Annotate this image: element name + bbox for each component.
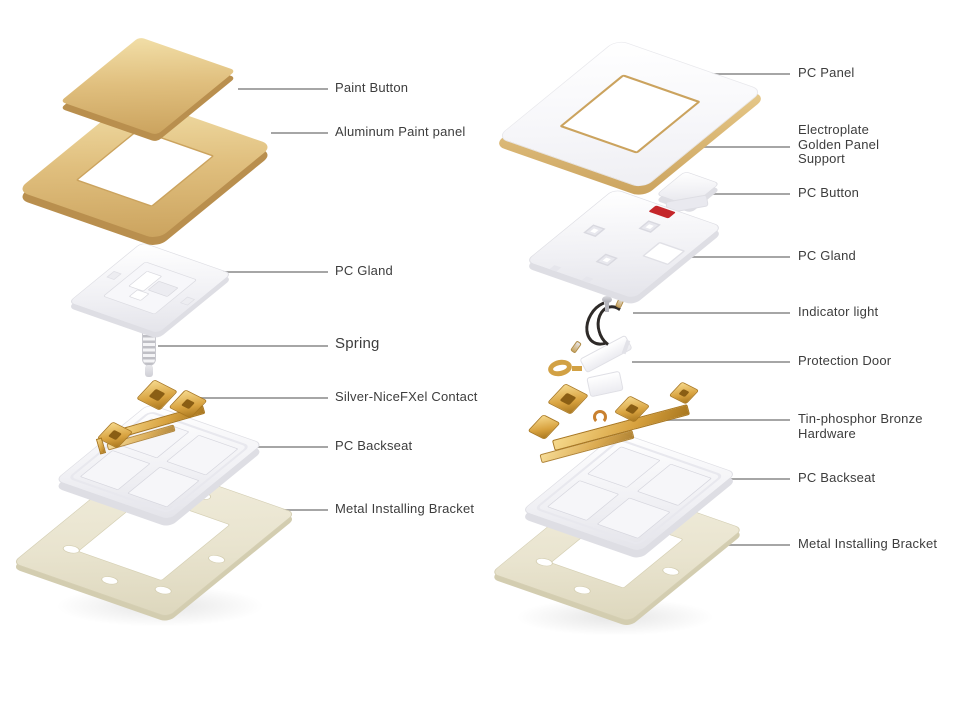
part-label-metal-bracket-left: Metal Installing Bracket — [335, 501, 475, 516]
leader-line — [673, 256, 790, 258]
hardware-lug-opening — [678, 388, 690, 398]
contact-lug-opening — [181, 398, 195, 410]
spring-stem — [145, 365, 153, 377]
bracket-hole — [659, 565, 683, 578]
part-label-pc-backseat-left: PC Backseat — [335, 438, 413, 453]
leader-line — [708, 193, 790, 195]
gland-side-tab — [106, 271, 122, 280]
hardware-clamp — [527, 414, 561, 440]
part-label-pc-gland: PC Gland — [335, 263, 393, 278]
button-cutout — [641, 241, 686, 266]
part-label-protection-door: Protection Door — [798, 353, 892, 368]
right-bronze-hardware — [527, 370, 711, 474]
live-pin-slot — [583, 224, 606, 237]
part-label-pc-panel: PC Panel — [798, 65, 855, 80]
part-label-indicator-light: Indicator light — [798, 304, 879, 319]
part-label-bronze-hardware: Tin-phosphor Bronze Hardware — [798, 411, 923, 441]
part-label-aluminum-paint-panel: Aluminum Paint panel — [335, 124, 466, 139]
leader-line — [183, 271, 328, 273]
slot-recess — [590, 228, 599, 234]
contact-lug-opening — [108, 429, 122, 441]
screw-stem — [605, 302, 609, 312]
gland-face — [67, 241, 233, 335]
earth-pin-slot — [638, 220, 661, 233]
bracket-hole — [59, 543, 83, 556]
part-label-pc-button: PC Button — [798, 185, 860, 200]
screw-head — [602, 296, 612, 303]
leader-line — [707, 544, 790, 546]
slot-recess — [645, 224, 654, 229]
hardware-copper-curl — [593, 410, 607, 424]
button-face — [59, 36, 236, 136]
leader-line — [705, 478, 790, 480]
gland-side-tab — [549, 265, 562, 272]
gland-side-tab — [581, 276, 594, 283]
right-screw — [602, 296, 612, 313]
leader-line — [633, 312, 790, 314]
part-label-paint-button: Paint Button — [335, 80, 409, 95]
leader-line — [632, 361, 790, 363]
door-white-block — [586, 370, 624, 398]
left-paint-button — [55, 30, 240, 143]
part-label-pc-gland-right: PC Gland — [798, 248, 856, 263]
right-pc-panel — [487, 20, 773, 208]
leader-line — [693, 73, 790, 75]
part-label-metal-bracket-right: Metal Installing Bracket — [798, 536, 938, 551]
pc-panel-window — [558, 74, 702, 154]
bracket-hole — [98, 574, 122, 587]
door-brass-ring — [546, 357, 574, 379]
right-protection-door — [546, 334, 648, 410]
leader-line — [238, 88, 328, 90]
left-silver-contact — [95, 376, 218, 462]
neutral-pin-slot — [595, 253, 618, 267]
door-brass-stem — [572, 366, 582, 371]
part-label-silver-contact: Silver-NiceFXel Contact — [335, 389, 478, 404]
hardware-lug — [668, 381, 700, 405]
part-label-spring: Spring — [335, 335, 380, 352]
leader-line — [269, 509, 328, 511]
bracket-hole — [151, 584, 175, 597]
leader-line — [158, 345, 328, 347]
gland-side-tab — [179, 296, 196, 306]
contact-lug-opening — [148, 388, 166, 402]
pc-panel-face — [496, 39, 764, 189]
leader-line — [698, 146, 790, 148]
slot-recess — [602, 257, 611, 263]
bracket-hole — [205, 553, 229, 565]
part-label-golden-panel-support: Electroplate Golden Panel Support — [798, 122, 880, 166]
leader-line — [200, 397, 328, 399]
part-label-pc-backseat-right: PC Backseat — [798, 470, 876, 485]
leader-line — [667, 419, 790, 421]
leader-line — [210, 446, 328, 448]
leader-line — [271, 132, 328, 134]
bracket-hole — [570, 584, 594, 596]
